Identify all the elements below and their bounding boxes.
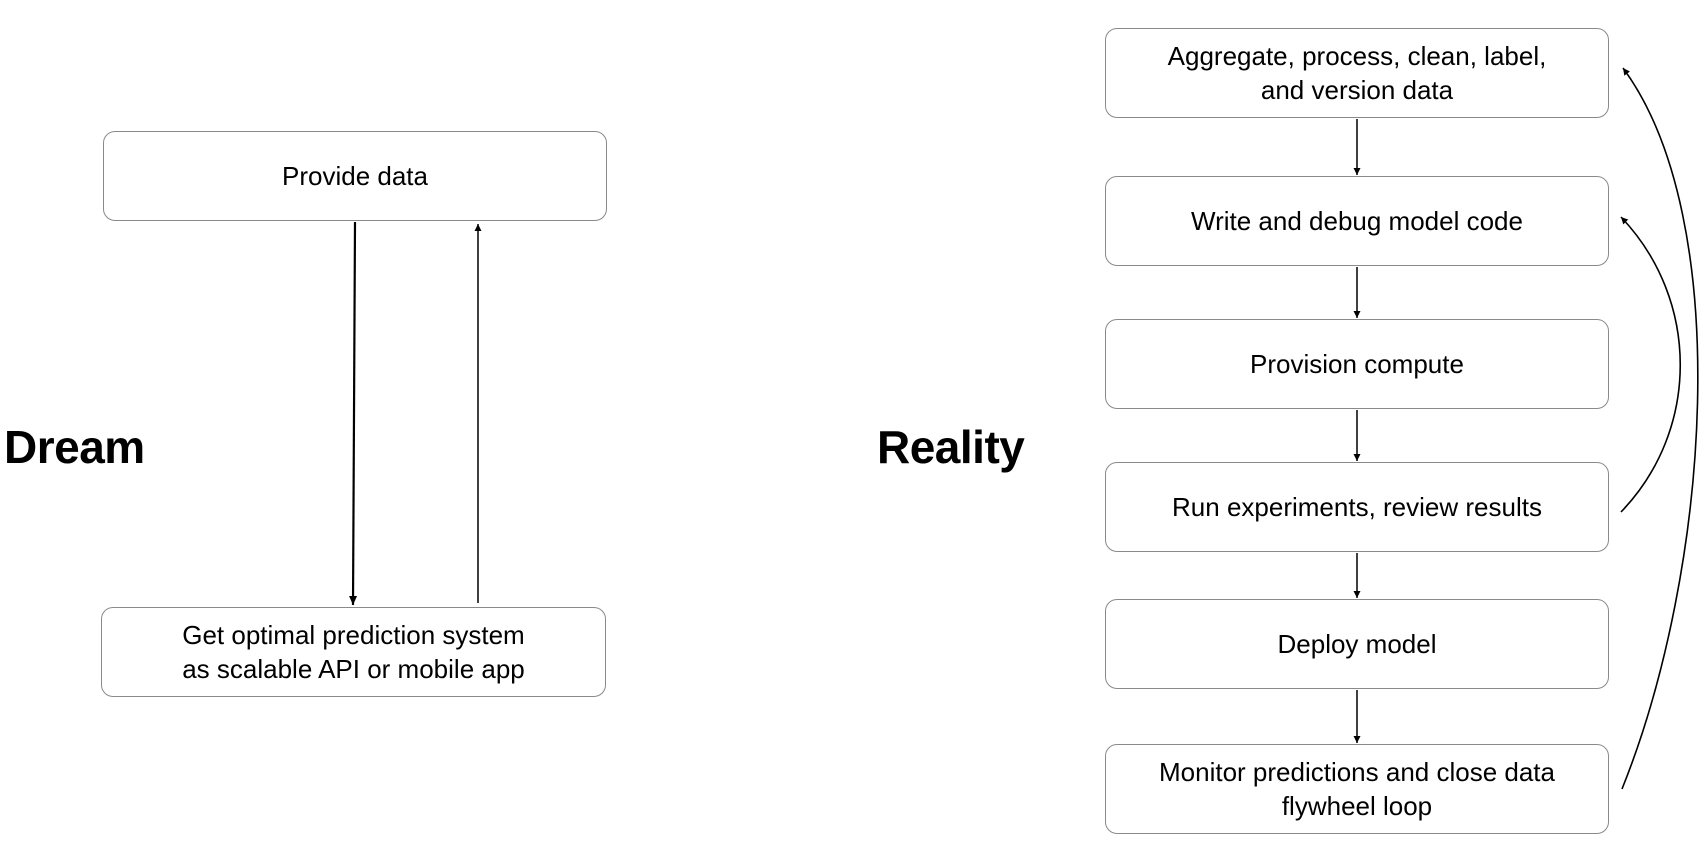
step-deploy-model: Deploy model bbox=[1105, 599, 1609, 689]
provide-data-label: Provide data bbox=[282, 161, 428, 191]
step-label: Monitor predictions and close data flywh… bbox=[1158, 757, 1555, 821]
provide-data-box: Provide data bbox=[103, 131, 607, 221]
prediction-system-label: Get optimal prediction system as scalabl… bbox=[182, 620, 525, 684]
step-label: Aggregate, process, clean, label, and ve… bbox=[1167, 41, 1547, 105]
step-label: Run experiments, review results bbox=[1172, 492, 1542, 522]
step-label: Write and debug model code bbox=[1191, 206, 1523, 236]
step-monitor-predictions: Monitor predictions and close data flywh… bbox=[1105, 744, 1609, 834]
step-label: Provision compute bbox=[1250, 349, 1464, 379]
step-run-experiments: Run experiments, review results bbox=[1105, 462, 1609, 552]
reality-heading: Reality bbox=[877, 421, 1025, 473]
prediction-system-box: Get optimal prediction system as scalabl… bbox=[101, 607, 606, 697]
step-label: Deploy model bbox=[1277, 629, 1437, 659]
loop-experiments-to-code bbox=[1620, 216, 1681, 513]
dream-heading: Dream bbox=[4, 421, 145, 473]
step-provision-compute: Provision compute bbox=[1105, 319, 1609, 409]
arrow-provide-to-get bbox=[349, 221, 358, 606]
step-aggregate-data: Aggregate, process, clean, label, and ve… bbox=[1105, 28, 1609, 118]
step-write-model-code: Write and debug model code bbox=[1105, 176, 1609, 266]
loop-monitor-to-data bbox=[1621, 67, 1699, 790]
